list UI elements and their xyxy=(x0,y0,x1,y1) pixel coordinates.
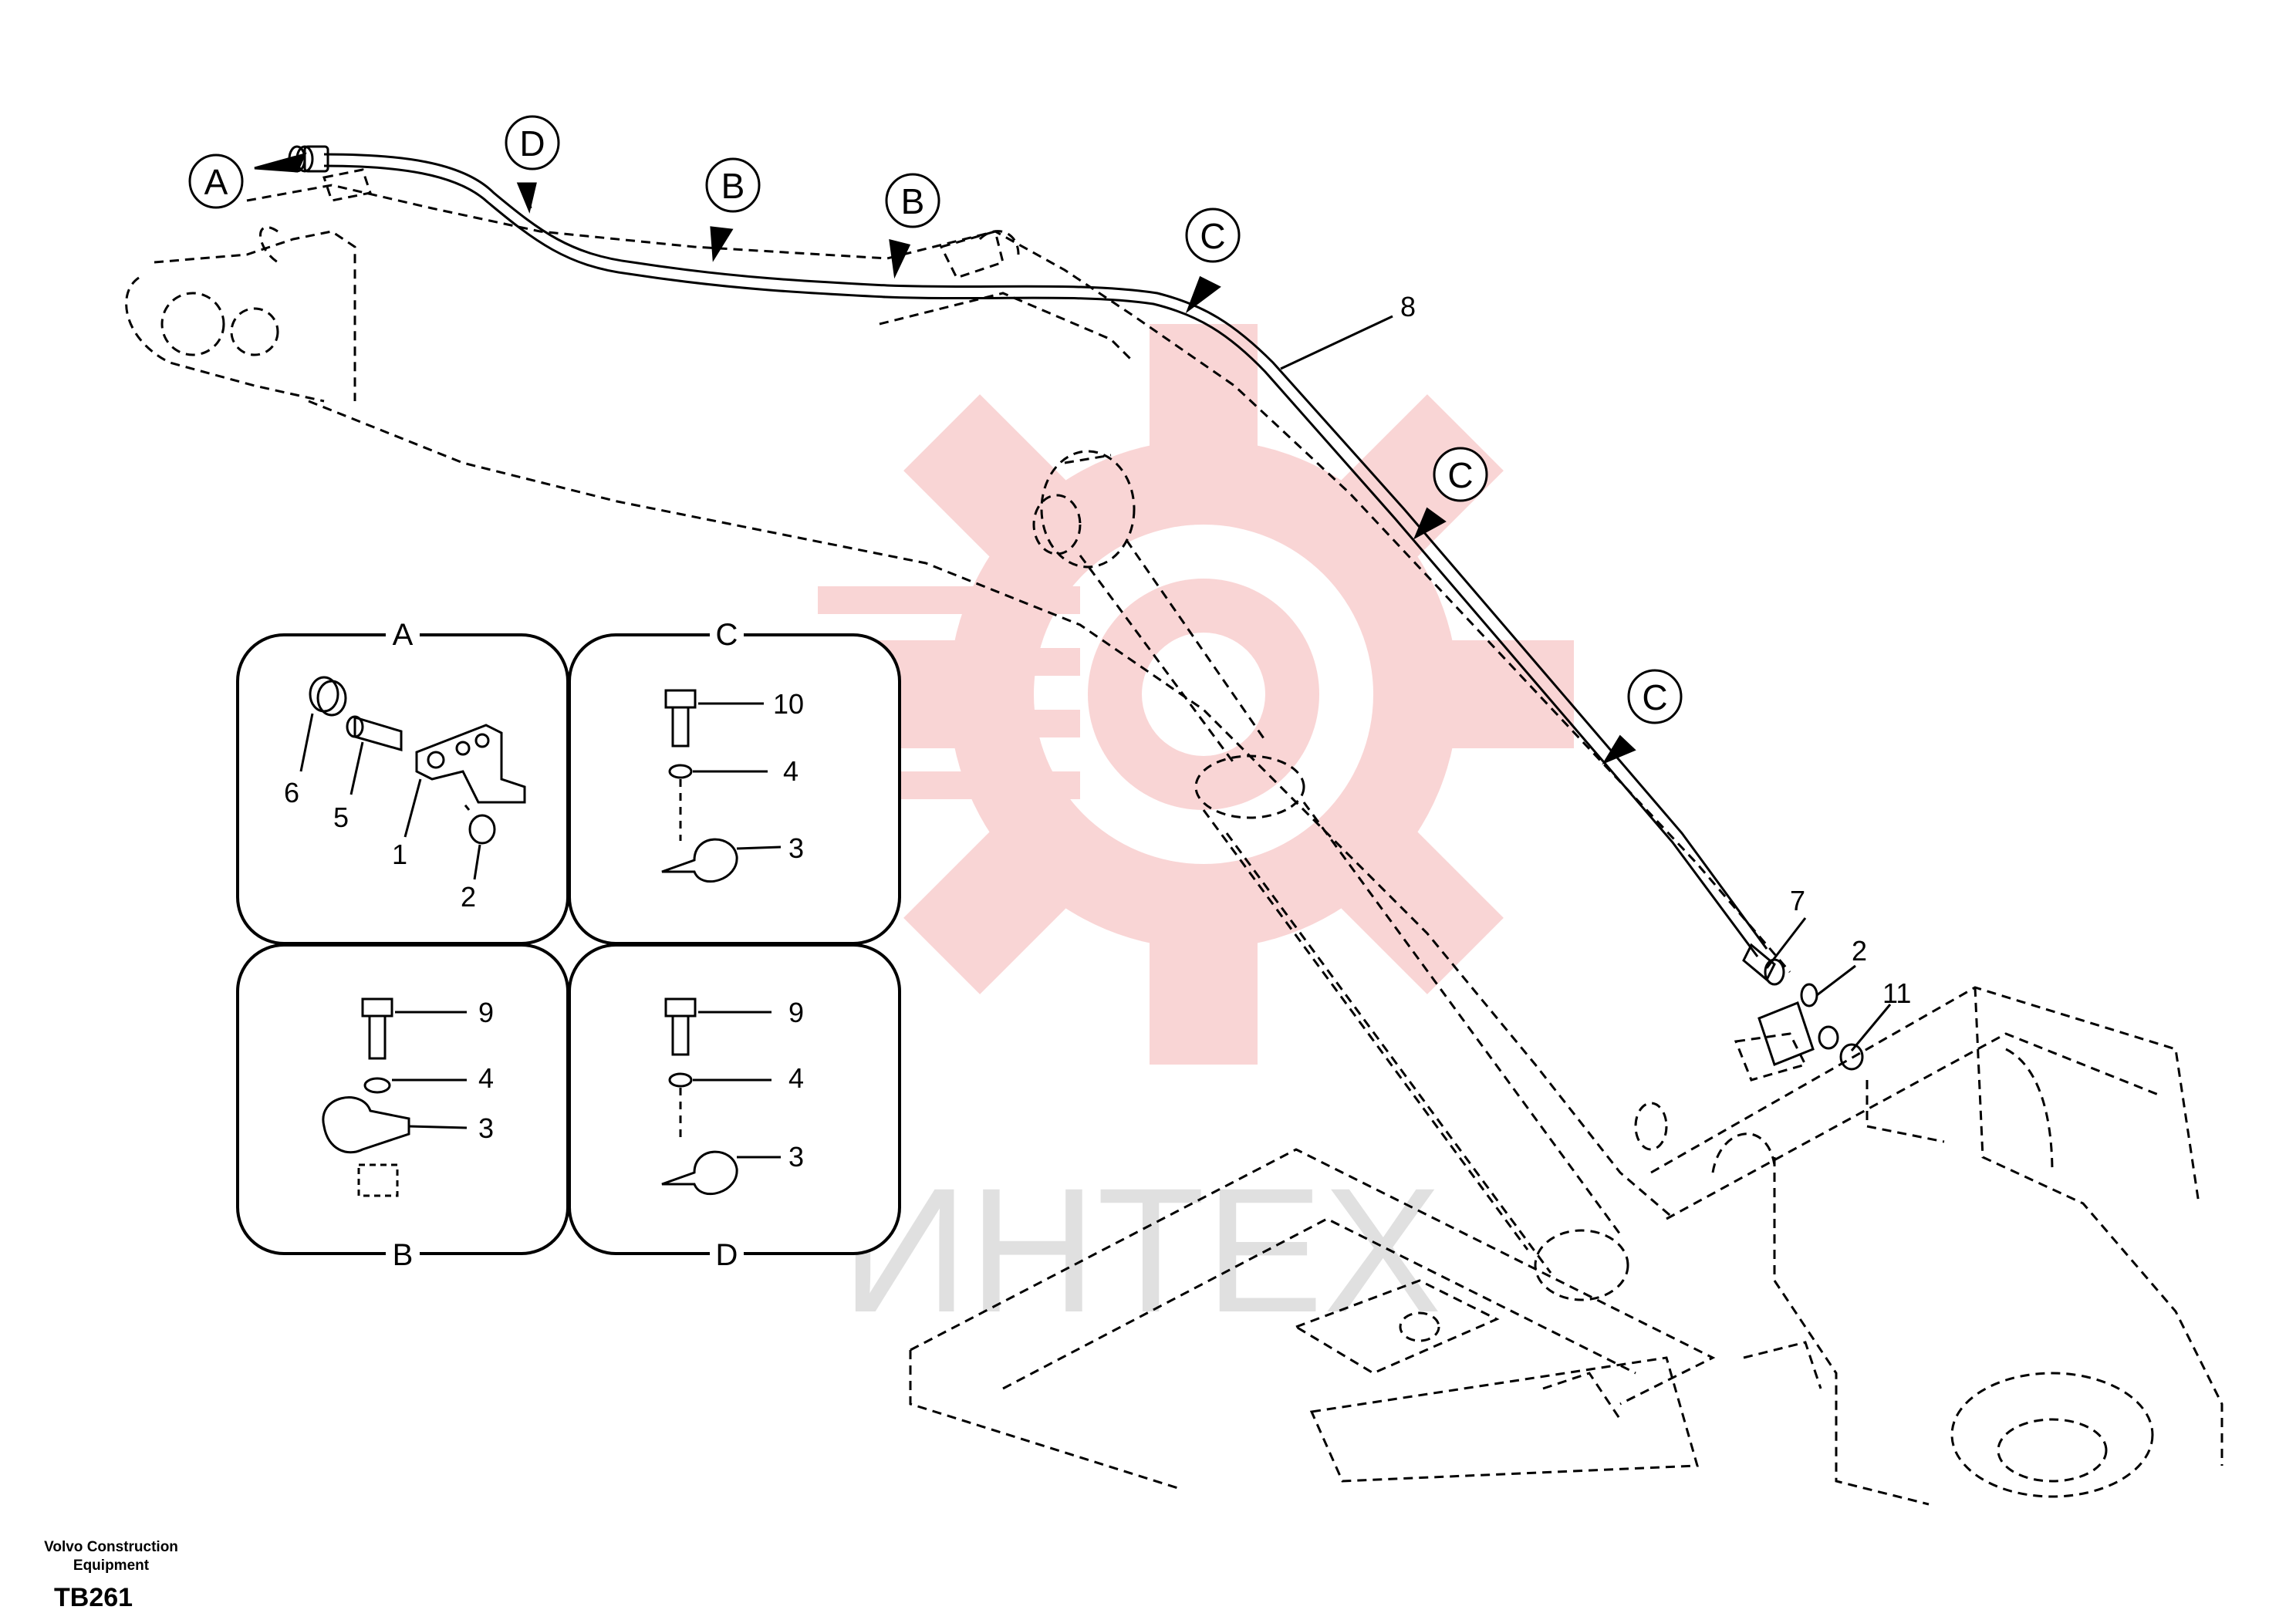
svg-text:4: 4 xyxy=(783,755,799,787)
svg-text:A: A xyxy=(204,162,228,202)
detail-panel-a: A 6 5 1 2 xyxy=(236,618,569,945)
svg-text:D: D xyxy=(519,123,545,164)
hose-fitting-bottom-icon xyxy=(1742,943,1864,1071)
callout-b-2: B xyxy=(885,173,940,228)
svg-text:B: B xyxy=(721,166,745,206)
part-number-2-main: 2 xyxy=(1852,935,1867,967)
callout-b-1: B xyxy=(705,157,761,213)
brand-line-2: Equipment xyxy=(73,1558,150,1574)
svg-text:C: C xyxy=(1642,677,1667,717)
svg-text:2: 2 xyxy=(461,881,476,913)
svg-text:4: 4 xyxy=(788,1062,804,1094)
svg-text:6: 6 xyxy=(284,777,299,808)
svg-text:C: C xyxy=(1200,216,1225,256)
frame-outline xyxy=(909,986,2223,1506)
svg-text:A: A xyxy=(393,618,414,652)
part-number-8: 8 xyxy=(1400,291,1416,322)
boom-outline xyxy=(125,168,1791,1220)
svg-text:C: C xyxy=(716,618,738,652)
part-number-7: 7 xyxy=(1790,885,1805,916)
svg-text:3: 3 xyxy=(478,1112,494,1144)
svg-text:5: 5 xyxy=(333,802,349,833)
svg-text:D: D xyxy=(716,1238,738,1272)
svg-text:9: 9 xyxy=(478,997,494,1028)
svg-text:4: 4 xyxy=(478,1062,494,1094)
svg-text:3: 3 xyxy=(788,1141,804,1173)
svg-text:B: B xyxy=(393,1238,414,1272)
callout-arrows xyxy=(254,152,1636,765)
callout-a: A xyxy=(188,154,244,209)
brand-label: Volvo Construction Equipment xyxy=(26,1538,196,1575)
callout-c-1: C xyxy=(1185,208,1241,263)
svg-text:9: 9 xyxy=(788,997,804,1028)
detail-panel-d: D 9 4 3 xyxy=(568,943,901,1272)
callout-c-2: C xyxy=(1433,447,1488,502)
detail-panel-c: C 10 4 3 xyxy=(568,618,901,945)
leader-lines xyxy=(1280,315,1892,1051)
diagram-code: TB261 xyxy=(54,1583,133,1612)
cylinder-outline xyxy=(1032,450,1629,1301)
part-number-11: 11 xyxy=(1882,977,1911,1009)
callout-c-3: C xyxy=(1627,669,1683,724)
svg-text:3: 3 xyxy=(788,832,804,864)
svg-text:10: 10 xyxy=(773,688,804,720)
watermark-text: ИНТЕХ xyxy=(841,1151,1442,1349)
svg-text:1: 1 xyxy=(392,839,407,870)
hose-line xyxy=(323,153,1768,957)
detail-panel-b: B 9 4 3 xyxy=(236,943,569,1272)
callout-d: D xyxy=(505,115,560,170)
brand-line-1: Volvo Construction xyxy=(44,1539,178,1555)
svg-text:B: B xyxy=(901,181,925,221)
svg-text:C: C xyxy=(1447,455,1473,495)
